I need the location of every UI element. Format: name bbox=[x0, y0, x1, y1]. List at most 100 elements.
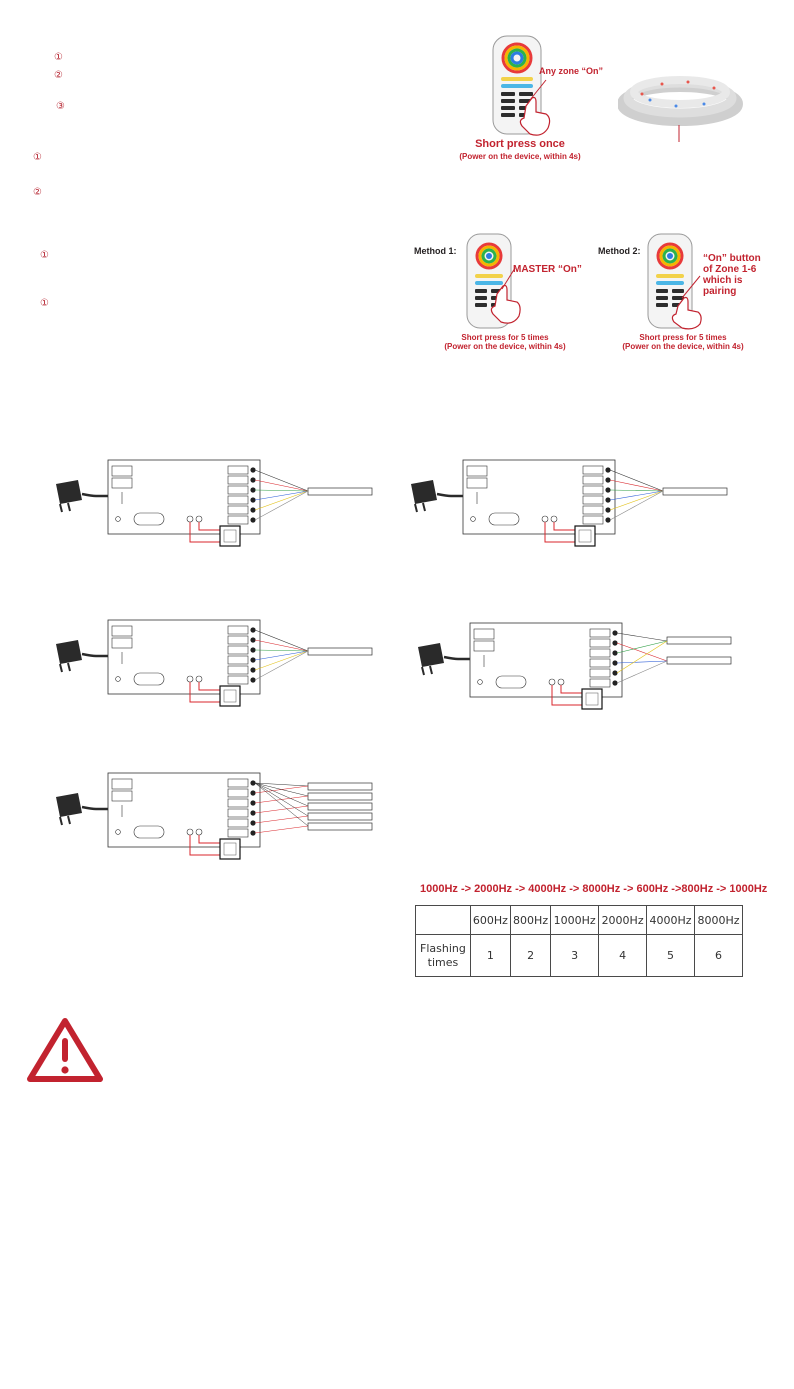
output-terminal bbox=[227, 645, 249, 655]
wire bbox=[254, 490, 309, 521]
table-header-row: 600Hz 800Hz 1000Hz 2000Hz 4000Hz 8000Hz bbox=[415, 905, 743, 935]
sensor-module bbox=[574, 525, 596, 547]
output-screw bbox=[250, 800, 256, 806]
sensor-module bbox=[219, 838, 241, 860]
wire bbox=[254, 782, 309, 797]
wire bbox=[254, 490, 309, 511]
wire bbox=[616, 660, 668, 684]
wire bbox=[609, 490, 664, 521]
output-terminal bbox=[582, 515, 604, 525]
output-screw bbox=[250, 830, 256, 836]
output-screw bbox=[612, 660, 618, 666]
table-header-cell: 800Hz bbox=[509, 905, 552, 935]
output-terminal bbox=[589, 648, 611, 658]
table-cell: 4 bbox=[598, 934, 648, 977]
wire bbox=[616, 632, 668, 642]
output-terminal bbox=[227, 655, 249, 665]
red-wire bbox=[198, 522, 220, 531]
output-screw bbox=[612, 670, 618, 676]
red-wire bbox=[553, 522, 575, 531]
table-cell: 2 bbox=[509, 934, 552, 977]
button-slot bbox=[495, 675, 527, 689]
wire bbox=[254, 650, 309, 681]
controller-box bbox=[462, 459, 616, 535]
pairing-caption-sub: (Power on the device, within 4s) bbox=[459, 152, 581, 161]
red-wire bbox=[189, 835, 220, 856]
output-terminal bbox=[589, 668, 611, 678]
output-screw bbox=[605, 467, 611, 473]
step-marker: ② bbox=[54, 70, 63, 81]
output-screw bbox=[250, 487, 256, 493]
controller-box bbox=[469, 622, 623, 698]
output-screw bbox=[250, 467, 256, 473]
sensor-module bbox=[219, 685, 241, 707]
step-marker: ① bbox=[40, 250, 49, 261]
button-slot bbox=[133, 672, 165, 686]
output-screw bbox=[605, 497, 611, 503]
output-terminal bbox=[582, 505, 604, 515]
output-terminal bbox=[582, 465, 604, 475]
controller-box bbox=[107, 459, 261, 535]
remote-control-icon bbox=[492, 35, 551, 136]
input-terminal bbox=[466, 465, 488, 477]
sensor-module bbox=[581, 688, 603, 710]
led-strip bbox=[307, 792, 373, 801]
output-terminal bbox=[227, 625, 249, 635]
output-screw bbox=[250, 657, 256, 663]
sensor-inner bbox=[585, 692, 599, 706]
output-screw bbox=[250, 647, 256, 653]
table-cell: 1 bbox=[469, 934, 512, 977]
frequency-table: 600Hz 800Hz 1000Hz 2000Hz 4000Hz 8000Hz … bbox=[415, 905, 743, 977]
output-terminal bbox=[589, 628, 611, 638]
red-wire bbox=[198, 682, 220, 691]
output-terminal bbox=[227, 515, 249, 525]
wire bbox=[254, 489, 309, 492]
input-terminal bbox=[111, 778, 133, 790]
power-adapter-icon bbox=[411, 480, 463, 513]
frequency-sequence: 1000Hz -> 2000Hz -> 4000Hz -> 8000Hz -> … bbox=[420, 883, 768, 895]
wiring-diagram-svg bbox=[56, 772, 373, 860]
input-terminal bbox=[111, 625, 133, 637]
wire bbox=[609, 469, 664, 492]
wiring-diagram-svg bbox=[56, 459, 373, 547]
wire bbox=[254, 782, 309, 787]
led-strip bbox=[307, 782, 373, 791]
method-2-label: “On” button of Zone 1-6 which is pairing bbox=[703, 253, 761, 297]
wiring-diagram-3 bbox=[50, 618, 380, 718]
table-row: Flashing times 1 2 3 4 5 6 bbox=[415, 934, 743, 977]
input-terminal bbox=[111, 790, 133, 802]
wire bbox=[254, 782, 309, 827]
step-marker: ② bbox=[33, 187, 42, 198]
wire bbox=[254, 805, 309, 814]
input-terminal bbox=[473, 628, 495, 640]
led-strip-icon bbox=[618, 76, 743, 142]
pairing-caption: Short press once bbox=[475, 138, 565, 150]
method-1-caption: Short press for 5 times bbox=[461, 333, 549, 342]
output-screw bbox=[250, 677, 256, 683]
sensor-module bbox=[219, 525, 241, 547]
output-screw bbox=[250, 497, 256, 503]
wire bbox=[616, 640, 668, 674]
output-screw bbox=[605, 507, 611, 513]
wire bbox=[254, 650, 309, 661]
output-terminal bbox=[227, 505, 249, 515]
input-terminal bbox=[111, 637, 133, 649]
wire bbox=[609, 490, 664, 511]
output-screw bbox=[605, 477, 611, 483]
wire bbox=[616, 642, 668, 662]
input-terminal bbox=[111, 477, 133, 489]
output-terminal bbox=[589, 678, 611, 688]
output-terminal bbox=[582, 475, 604, 485]
wiring-diagram-2 bbox=[405, 458, 735, 558]
output-screw bbox=[250, 477, 256, 483]
wire bbox=[254, 479, 309, 492]
output-terminal bbox=[227, 475, 249, 485]
button-slot bbox=[133, 825, 165, 839]
step-marker: ③ bbox=[56, 101, 65, 112]
red-wire bbox=[189, 522, 220, 543]
red-wire bbox=[189, 682, 220, 703]
led-strip bbox=[666, 636, 732, 645]
table-cell: 6 bbox=[694, 934, 743, 977]
output-terminal bbox=[582, 495, 604, 505]
output-terminal bbox=[227, 788, 249, 798]
